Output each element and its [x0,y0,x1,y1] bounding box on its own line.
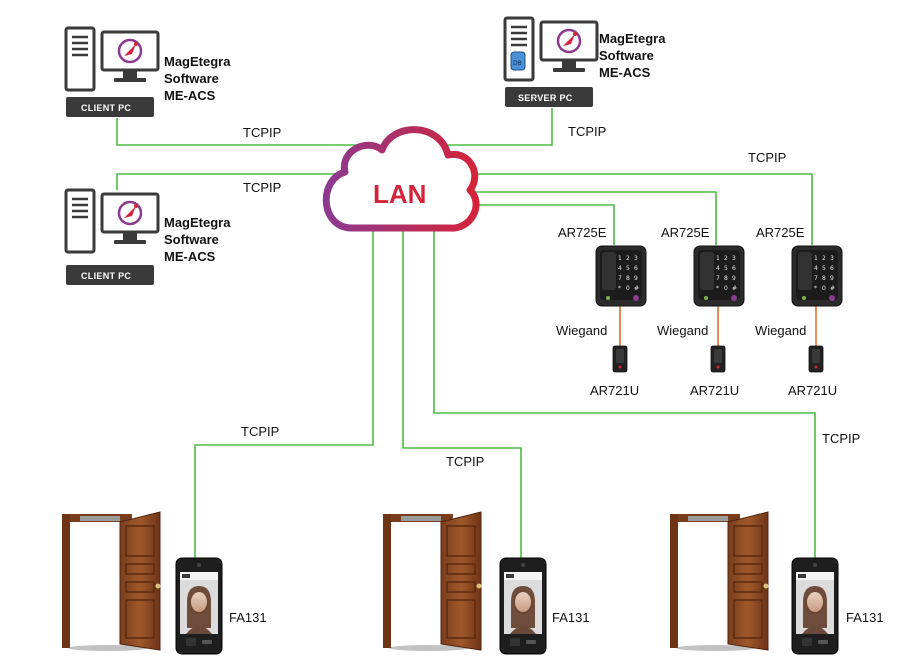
wire-terminal-1 [194,222,374,558]
tcpip-label: TCPIP [241,424,279,439]
face-terminal-icon [791,557,839,655]
door-station-1: FA131 [61,511,267,655]
tcpip-label: TCPIP [446,454,484,469]
tcpip-label: TCPIP [822,431,860,446]
wire-server-pc [430,108,553,146]
wire-client-pc-1 [116,118,375,146]
face-terminal-icon [499,557,547,655]
controller-model-label: AR725E [756,225,805,240]
wiegand-label: Wiegand [556,323,607,338]
software-line: ME-ACS [599,65,651,80]
door-icon [61,511,162,652]
wire-terminal-3 [433,222,816,558]
tcpip-label: TCPIP [243,180,281,195]
lan-cloud: LAN [322,126,480,232]
door-station-2: FA131 [382,511,590,655]
wire-client-pc-2 [116,173,340,190]
terminal-model-label: FA131 [229,610,267,625]
software-line: ME-ACS [164,88,216,103]
wire-terminal-2 [402,226,522,558]
controller-model-label: AR725E [661,225,710,240]
card-reader-icon [710,345,726,373]
wire-controller-1 [470,204,615,245]
wiegand-label: Wiegand [755,323,806,338]
tcpip-label: TCPIP [243,125,281,140]
software-line: Software [164,232,219,247]
card-reader-icon [808,345,824,373]
wire-controller-3 [470,173,813,245]
software-line: MagEtegra [599,31,666,46]
controller-model-label: AR725E [558,225,607,240]
door-station-3: FA131 [669,511,884,655]
software-line: MagEtegra [164,54,231,69]
reader-model-label: AR721U [590,383,639,398]
pc-badge [505,87,593,107]
reader-model-label: AR721U [690,383,739,398]
controller-group-3: AR725E Wiegand AR721U [755,225,843,398]
keypad-controller-icon [693,245,745,307]
terminal-model-label: FA131 [846,610,884,625]
database-icon [510,51,526,71]
software-line: Software [164,71,219,86]
door-icon [669,511,770,652]
software-line: ME-ACS [164,249,216,264]
client-pc-1: CLIENT PC MagEtegra Software ME-ACS [64,26,231,117]
reader-model-label: AR721U [788,383,837,398]
software-line: MagEtegra [164,215,231,230]
wire-controller-2 [470,191,717,245]
tcpip-label: TCPIP [748,150,786,165]
keypad-controller-icon [595,245,647,307]
client-pc-2: CLIENT PC MagEtegra Software ME-ACS [64,188,231,285]
controller-group-2: AR725E Wiegand AR721U [657,225,745,398]
tcpip-wires [116,108,816,558]
tcpip-label: TCPIP [568,124,606,139]
keypad-controller-icon [791,245,843,307]
pc-badge-label: CLIENT PC [81,271,131,281]
pc-badge [66,97,154,117]
face-terminal-icon [175,557,223,655]
pc-badge [66,265,154,285]
wiegand-label: Wiegand [657,323,708,338]
server-computer-icon [503,16,599,82]
pc-badge-label: CLIENT PC [81,103,131,113]
desktop-computer-icon [64,188,160,254]
cloud-icon [322,126,480,232]
door-icon [382,511,483,652]
lan-label: LAN [373,179,426,209]
database-label: DB [513,60,522,67]
terminal-model-label: FA131 [552,610,590,625]
pc-badge-label: SERVER PC [518,93,573,103]
controller-group-1: AR725E Wiegand AR721U [556,225,647,398]
card-reader-icon [612,345,628,373]
server-pc: DB SERVER PC MagEtegra Software ME-ACS [503,16,666,107]
software-line: Software [599,48,654,63]
wiegand-wires [619,305,817,346]
desktop-computer-icon [64,26,160,92]
